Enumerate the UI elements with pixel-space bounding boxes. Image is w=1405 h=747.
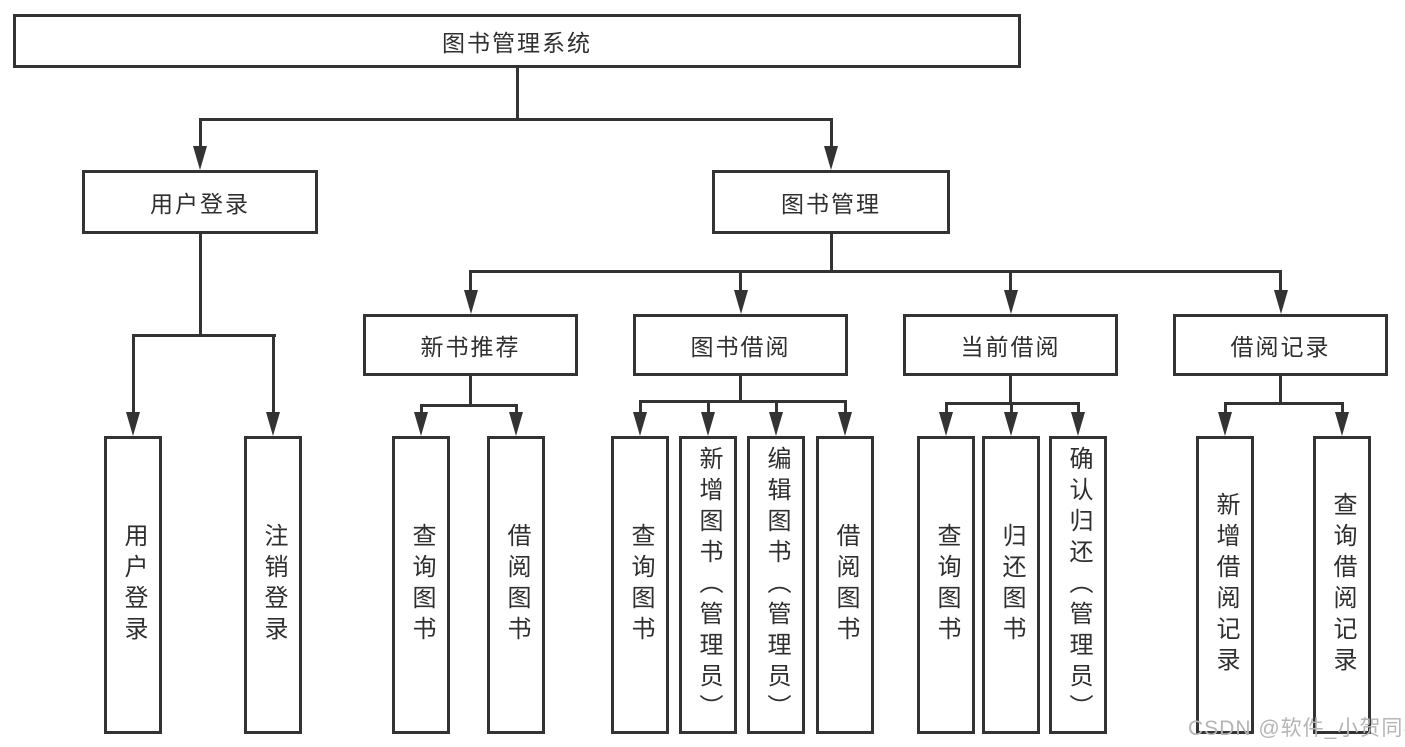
leaf-query-books-recommend-label: 查询图书 [408, 523, 435, 647]
connector-currentborrow-drop-1 [944, 402, 948, 414]
leaf-edit-books-admin: 编辑图书（管理员） [747, 436, 805, 734]
connector-bookborrow-drop-4 [843, 400, 847, 414]
node-book-management: 图书管理 [712, 170, 950, 234]
arrow-down-icon [1273, 290, 1288, 314]
connector-userlogin-drop-2 [271, 334, 275, 414]
arrow-down-icon [126, 412, 140, 436]
connector-userlogin-stem [198, 233, 202, 334]
leaf-query-books-recommend: 查询图书 [392, 436, 450, 734]
arrow-down-icon [824, 146, 838, 170]
node-borrow-records: 借阅记录 [1173, 314, 1388, 376]
connector-bookborrow-stem [739, 374, 742, 400]
node-current-borrow: 当前借阅 [903, 314, 1118, 376]
arrow-down-icon [838, 412, 852, 436]
leaf-query-books-borrow-label: 查询图书 [627, 523, 654, 647]
connector-root-hbar [198, 118, 833, 121]
connector-currentborrow-drop-2 [1009, 402, 1013, 414]
leaf-query-borrow-record: 查询借阅记录 [1313, 436, 1371, 734]
node-new-book-recommend: 新书推荐 [363, 314, 578, 376]
node-book-management-label: 图书管理 [781, 191, 881, 217]
node-book-borrow: 图书借阅 [633, 314, 848, 376]
node-root-label: 图书管理系统 [442, 30, 592, 56]
connector-bookmgmt-stem [829, 233, 833, 270]
leaf-return-books: 归还图书 [982, 436, 1040, 734]
arrow-down-icon [509, 412, 523, 436]
node-new-book-recommend-label: 新书推荐 [420, 334, 521, 360]
arrow-down-icon [1003, 290, 1018, 314]
connector-currentborrow-drop-3 [1076, 402, 1080, 414]
leaf-confirm-return-admin-label: 确认归还（管理员） [1065, 445, 1092, 725]
leaf-query-books-current: 查询图书 [917, 436, 975, 734]
connector-bookborrow-drop-1 [638, 400, 642, 414]
connector-records-stem [1279, 374, 1282, 402]
node-book-borrow-label: 图书借阅 [690, 334, 791, 360]
connector-userlogin-hbar [131, 334, 276, 337]
node-root: 图书管理系统 [13, 14, 1021, 68]
connector-records-hbar [1223, 402, 1344, 405]
node-borrow-records-label: 借阅记录 [1230, 334, 1331, 360]
connector-newbook-drop-2 [514, 404, 518, 414]
connector-userlogin-drop-1 [131, 334, 135, 414]
leaf-edit-books-admin-label: 编辑图书（管理员） [763, 445, 790, 725]
arrow-down-icon [463, 290, 478, 314]
leaf-borrow-books: 借阅图书 [816, 436, 874, 734]
watermark: CSDN @软件_小贺同学 [1188, 717, 1405, 740]
connector-root-drop-left [198, 118, 202, 150]
arrow-down-icon [769, 412, 783, 436]
leaf-user-login: 用户登录 [104, 436, 162, 734]
node-current-borrow-label: 当前借阅 [960, 334, 1061, 360]
connector-newbook-hbar [419, 404, 518, 407]
leaf-borrow-books-recommend: 借阅图书 [487, 436, 545, 734]
connector-newbook-drop-1 [419, 404, 423, 414]
arrow-down-icon [1004, 412, 1018, 436]
connector-root-stem [515, 67, 519, 118]
connector-bookmgmt-drop-4 [1279, 270, 1282, 292]
connector-bookmgmt-drop-2 [739, 270, 742, 292]
connector-currentborrow-stem [1009, 374, 1012, 402]
connector-bookmgmt-hbar [469, 270, 1282, 273]
arrow-down-icon [266, 412, 280, 436]
leaf-query-books-current-label: 查询图书 [933, 523, 960, 647]
leaf-confirm-return-admin: 确认归还（管理员） [1049, 436, 1107, 734]
node-user-login: 用户登录 [82, 170, 318, 234]
leaf-borrow-books-recommend-label: 借阅图书 [503, 523, 530, 647]
leaf-user-login-label: 用户登录 [120, 523, 147, 647]
connector-bookmgmt-drop-3 [1009, 270, 1012, 292]
connector-bookborrow-drop-2 [706, 400, 710, 414]
arrow-down-icon [414, 412, 428, 436]
connector-bookborrow-drop-3 [774, 400, 778, 414]
leaf-borrow-books-label: 借阅图书 [832, 523, 859, 647]
leaf-add-borrow-record-label: 新增借阅记录 [1212, 492, 1239, 678]
leaf-query-borrow-record-label: 查询借阅记录 [1329, 492, 1356, 678]
arrow-down-icon [733, 290, 748, 314]
arrow-down-icon [633, 412, 647, 436]
connector-bookborrow-hbar [638, 400, 847, 403]
leaf-add-books-admin: 新增图书（管理员） [679, 436, 737, 734]
connector-root-drop-right [829, 118, 833, 150]
arrow-down-icon [1071, 412, 1085, 436]
node-user-login-label: 用户登录 [150, 191, 250, 217]
leaf-logout: 注销登录 [244, 436, 302, 734]
leaf-add-books-admin-label: 新增图书（管理员） [695, 445, 722, 725]
connector-records-drop-2 [1340, 402, 1344, 414]
arrow-down-icon [939, 412, 953, 436]
arrow-down-icon [1335, 412, 1349, 436]
leaf-query-books-borrow: 查询图书 [611, 436, 669, 734]
connector-records-drop-1 [1223, 402, 1227, 414]
leaf-add-borrow-record: 新增借阅记录 [1196, 436, 1254, 734]
arrow-down-icon [193, 146, 207, 170]
leaf-logout-label: 注销登录 [260, 523, 287, 647]
connector-newbook-stem [469, 374, 472, 404]
connector-bookmgmt-drop-1 [469, 270, 472, 292]
leaf-return-books-label: 归还图书 [998, 523, 1025, 647]
arrow-down-icon [701, 412, 715, 436]
arrow-down-icon [1218, 412, 1232, 436]
